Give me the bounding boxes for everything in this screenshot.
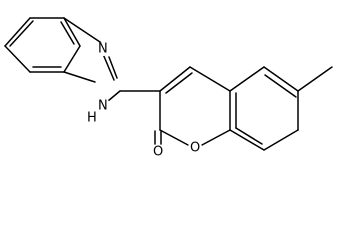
bond xyxy=(165,72,193,94)
bond xyxy=(9,20,34,47)
atom-label: H xyxy=(87,111,97,126)
bond xyxy=(263,66,299,92)
bond xyxy=(107,90,121,102)
atom-label: N xyxy=(98,42,108,57)
atom-label: O xyxy=(153,145,163,160)
bond xyxy=(63,71,96,83)
bond xyxy=(159,129,189,146)
bond xyxy=(201,129,231,146)
bond xyxy=(4,45,31,73)
bond xyxy=(63,45,81,73)
atom-labels: N N H O O xyxy=(86,42,202,160)
bond xyxy=(63,17,81,47)
bond xyxy=(189,66,231,92)
bond xyxy=(63,17,104,45)
bond xyxy=(102,53,115,81)
atom-label: N xyxy=(98,99,108,114)
bond xyxy=(60,21,75,45)
bond xyxy=(263,129,299,151)
bond xyxy=(264,74,297,98)
bonds xyxy=(4,17,333,151)
bond xyxy=(297,66,333,92)
bond xyxy=(4,17,31,47)
bond xyxy=(229,66,265,92)
chemical-structure: N N H O O xyxy=(4,17,333,160)
atom-label: O xyxy=(190,141,200,156)
bond xyxy=(229,129,265,151)
bond xyxy=(108,56,118,79)
bond xyxy=(159,66,191,92)
bond xyxy=(235,127,263,145)
